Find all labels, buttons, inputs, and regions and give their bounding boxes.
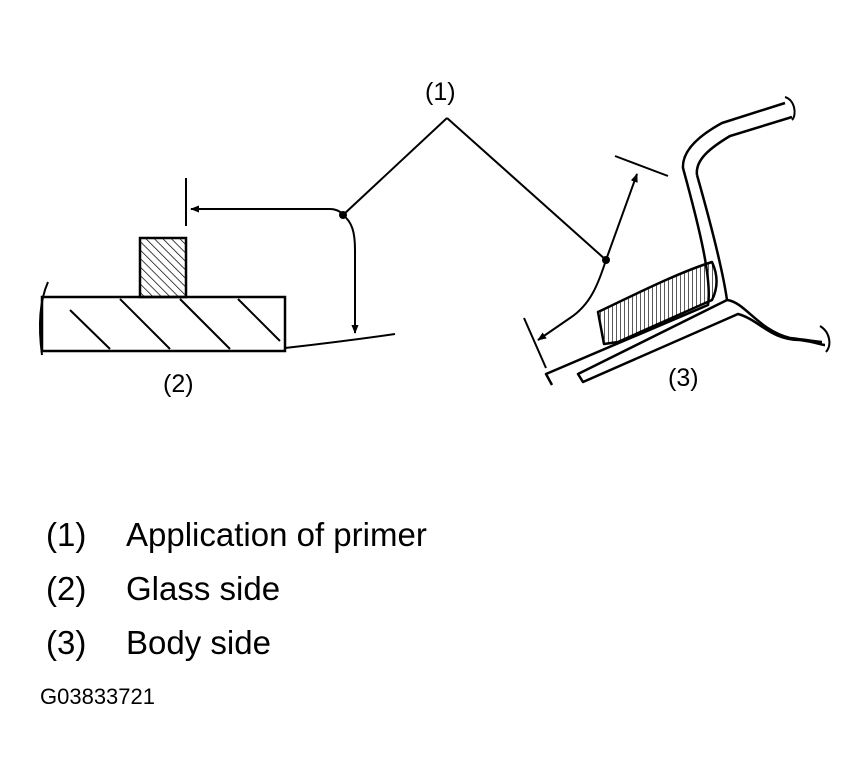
glass-dimension-arrow-down (342, 214, 359, 334)
legend: (1) Application of primer (2) Glass side… (46, 508, 427, 670)
legend-text: Body side (126, 624, 271, 661)
legend-text: Glass side (126, 570, 281, 607)
callout-glass: (2) (163, 370, 194, 398)
body-dimension-arrow-left (537, 259, 607, 341)
legend-item: (3) Body side (46, 616, 427, 670)
figure-id: G03833721 (40, 684, 155, 709)
callout-body: (3) (668, 364, 699, 392)
body-panel-return (695, 115, 793, 176)
body-break-top (784, 96, 796, 121)
legend-number: (2) (46, 570, 87, 607)
glass-hatching (69, 298, 281, 350)
legend-item: (1) Application of primer (46, 508, 427, 562)
legend-number: (3) (46, 624, 87, 661)
glass-reference-line (284, 333, 396, 349)
glass-leader-dot (339, 211, 347, 219)
body-limit-tick-left (523, 317, 547, 369)
callout-primer: (1) (425, 78, 456, 106)
body-primer-area (596, 260, 718, 346)
body-leader-dot (602, 256, 610, 264)
primer-leader-lines (342, 117, 607, 261)
body-panel-outer (544, 101, 786, 386)
legend-number: (1) (46, 516, 87, 553)
body-limit-tick-top (614, 155, 669, 177)
glass-dimension-arrow-left (190, 205, 344, 216)
body-side-section: (3) (523, 96, 831, 392)
glass-break-line (39, 281, 49, 356)
body-panel-lower (726, 298, 823, 344)
legend-text: Application of primer (126, 516, 427, 553)
primer-application-diagram: (1) (2) (3) (39, 78, 831, 398)
body-panel-inner (576, 174, 826, 384)
glass-primer-bead (138, 236, 188, 299)
body-dimension-arrow-up (605, 173, 638, 261)
body-break-right (819, 325, 831, 353)
glass-side-section: (2) (39, 178, 396, 398)
legend-item: (2) Glass side (46, 562, 427, 616)
